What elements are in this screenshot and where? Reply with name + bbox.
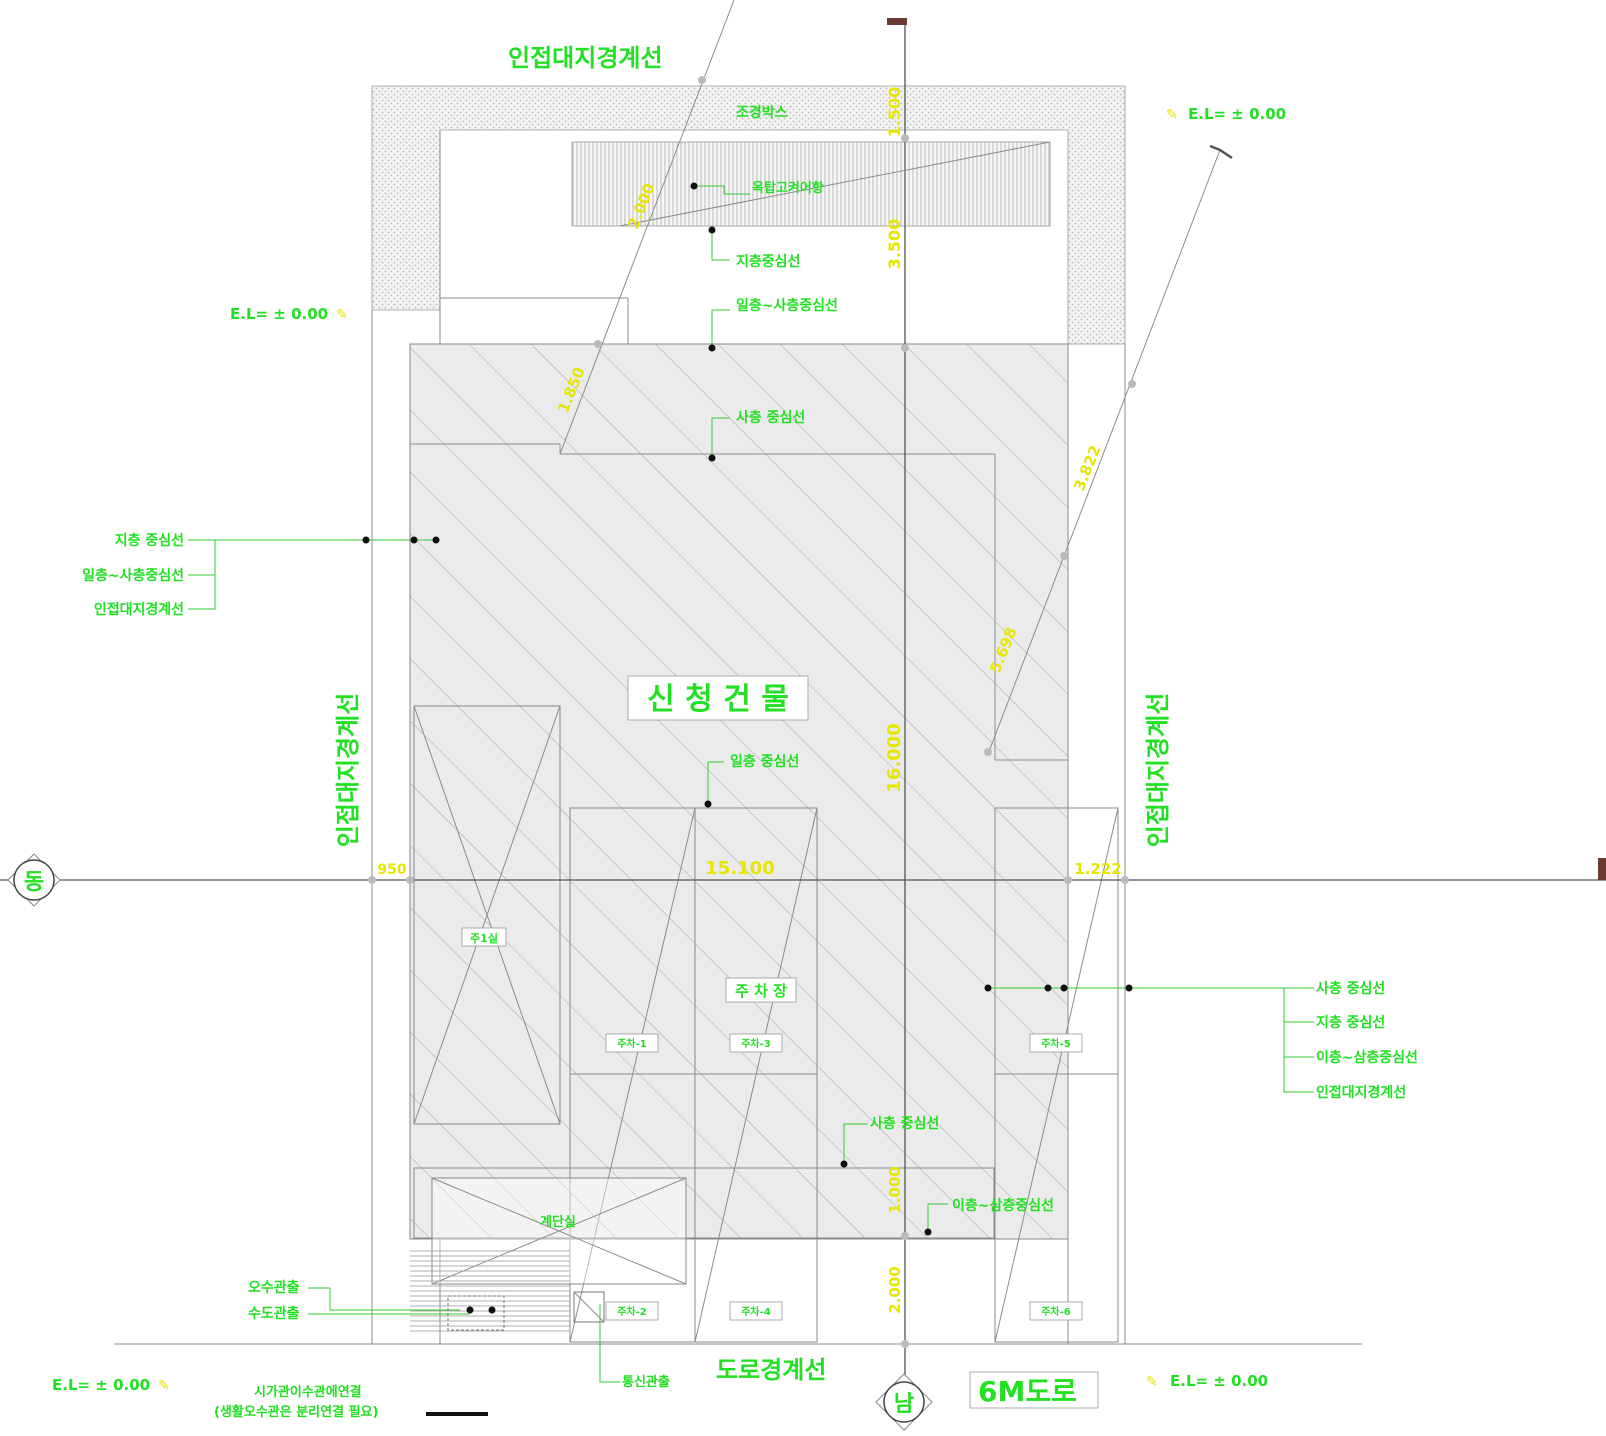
right-leaders [984,984,1314,1093]
svg-text:✎: ✎ [336,307,348,323]
landscape-strip [371,85,1126,345]
parking-spot-tags: 주차-1 주차-3 주차-5 주차-2 주차-4 주차-6 [617,1037,1071,1318]
parking-spot-6: 주차-6 [1041,1305,1071,1318]
dim-top-v2: 3.500 [885,219,904,270]
svg-text:✎: ✎ [158,1378,170,1394]
pipe-symbols [447,1291,605,1331]
compass-east-label: 동 [24,870,44,895]
right-legend: 사층 중심선 지층 중심선 이층~삼층중심선 인접대지경계선 [1316,981,1418,1101]
setback-lines [559,0,1233,755]
parking-label: 주 차 장 [735,982,787,1000]
parking-spot-2: 주차-2 [617,1305,647,1318]
stairs-label: 계단실 [540,1214,576,1230]
compass-east: 동 [7,853,61,907]
room-label: 주1실 [470,931,498,945]
dim-bottom-v2: 2.000 [886,1266,904,1313]
right-legend-item: 지층 중심선 [1316,1015,1385,1031]
left-leaders [188,536,440,610]
parking-bays [569,807,1119,1343]
right-legend-item: 이층~삼층중심선 [1316,1049,1418,1066]
left-legend-item: 지층 중심선 [115,533,184,549]
dim-top-v1: 1.500 [885,87,904,138]
left-legend: 지층 중심선 일층~사층중심선 인접대지경계선 [82,533,184,618]
parking-spot-1: 주차-1 [617,1037,647,1050]
axis-lines [0,18,1606,1430]
compass-south-label: 남 [894,1392,914,1417]
left-legend-item: 인접대지경계선 [94,601,184,618]
sewer-pipe-label: 오수관출 [248,1279,300,1296]
elevation-marks: ✎ E.L= ± 0.00 E.L= ± 0.00 ✎ E.L= ± 0.00 … [52,105,1286,1394]
building-label: 신 청 건 물 [647,682,789,717]
left-legend-item: 일층~사층중심선 [82,568,184,584]
dim-right-diag1: 3.822 [1070,443,1104,494]
road-label: 6M도로 [978,1375,1077,1408]
inner-leaders [308,182,948,1383]
landscape-box-label: 조경박스 [736,104,788,121]
floor2-3-center-low-label: 이층~삼층중심선 [952,1197,1054,1214]
elevation-top-right: E.L= ± 0.00 [1188,105,1286,123]
right-legend-item: 사층 중심선 [1316,981,1385,997]
floor4-center-top-label: 지층중심선 [736,254,800,270]
svg-text:✎: ✎ [1146,1374,1158,1390]
top-boundary-label: 인접대지경계선 [508,44,663,72]
elevation-bottom-right: E.L= ± 0.00 [1170,1372,1268,1390]
dimension-ticks [368,76,1136,1348]
elevation-bottom-left: E.L= ± 0.00 [52,1376,150,1394]
dim-center-v: 16.000 [884,723,905,792]
drain-note-line2: (생활오수관은 분리연결 필요) [214,1404,378,1420]
floor1-4-center-label: 일층~사층중심선 [736,298,838,314]
left-boundary-label: 인접대지경계선 [334,693,362,848]
parking-spot-3: 주차-3 [741,1037,771,1050]
parking-spot-5: 주차-5 [1041,1037,1071,1050]
dim-h-center: 15.100 [705,858,774,879]
rooftop-hatch [571,141,1051,227]
right-boundary-label: 인접대지경계선 [1144,693,1172,848]
floor4-center-mid-label: 사층 중심선 [736,410,805,426]
dim-h-left: 950 [377,862,406,878]
rooftop-area-label: 옥탑고켜어항 [752,180,824,196]
comm-pipe-label: 통신관출 [622,1374,670,1390]
parking-spot-4: 주차-4 [741,1305,771,1318]
compass-south: 남 [875,1373,933,1431]
room-block [413,705,561,1125]
dim-h-right: 1.222 [1074,860,1121,878]
floor4-center-low-label: 사층 중심선 [870,1116,939,1132]
road-boundary-label: 도로경계선 [716,1356,826,1384]
drain-note-line1: 시가관이수관에연결 [254,1384,362,1400]
dim-bottom-v1: 1.000 [886,1166,904,1213]
stair-block [410,1167,995,1334]
floor1-center-label: 일층 중심선 [730,754,799,770]
building-footprint [409,343,1069,1240]
right-legend-item: 인접대지경계선 [1316,1084,1406,1101]
svg-text:✎: ✎ [1166,107,1178,123]
water-pipe-label: 수도관출 [248,1305,300,1322]
elevation-mid-left: E.L= ± 0.00 [230,305,328,323]
